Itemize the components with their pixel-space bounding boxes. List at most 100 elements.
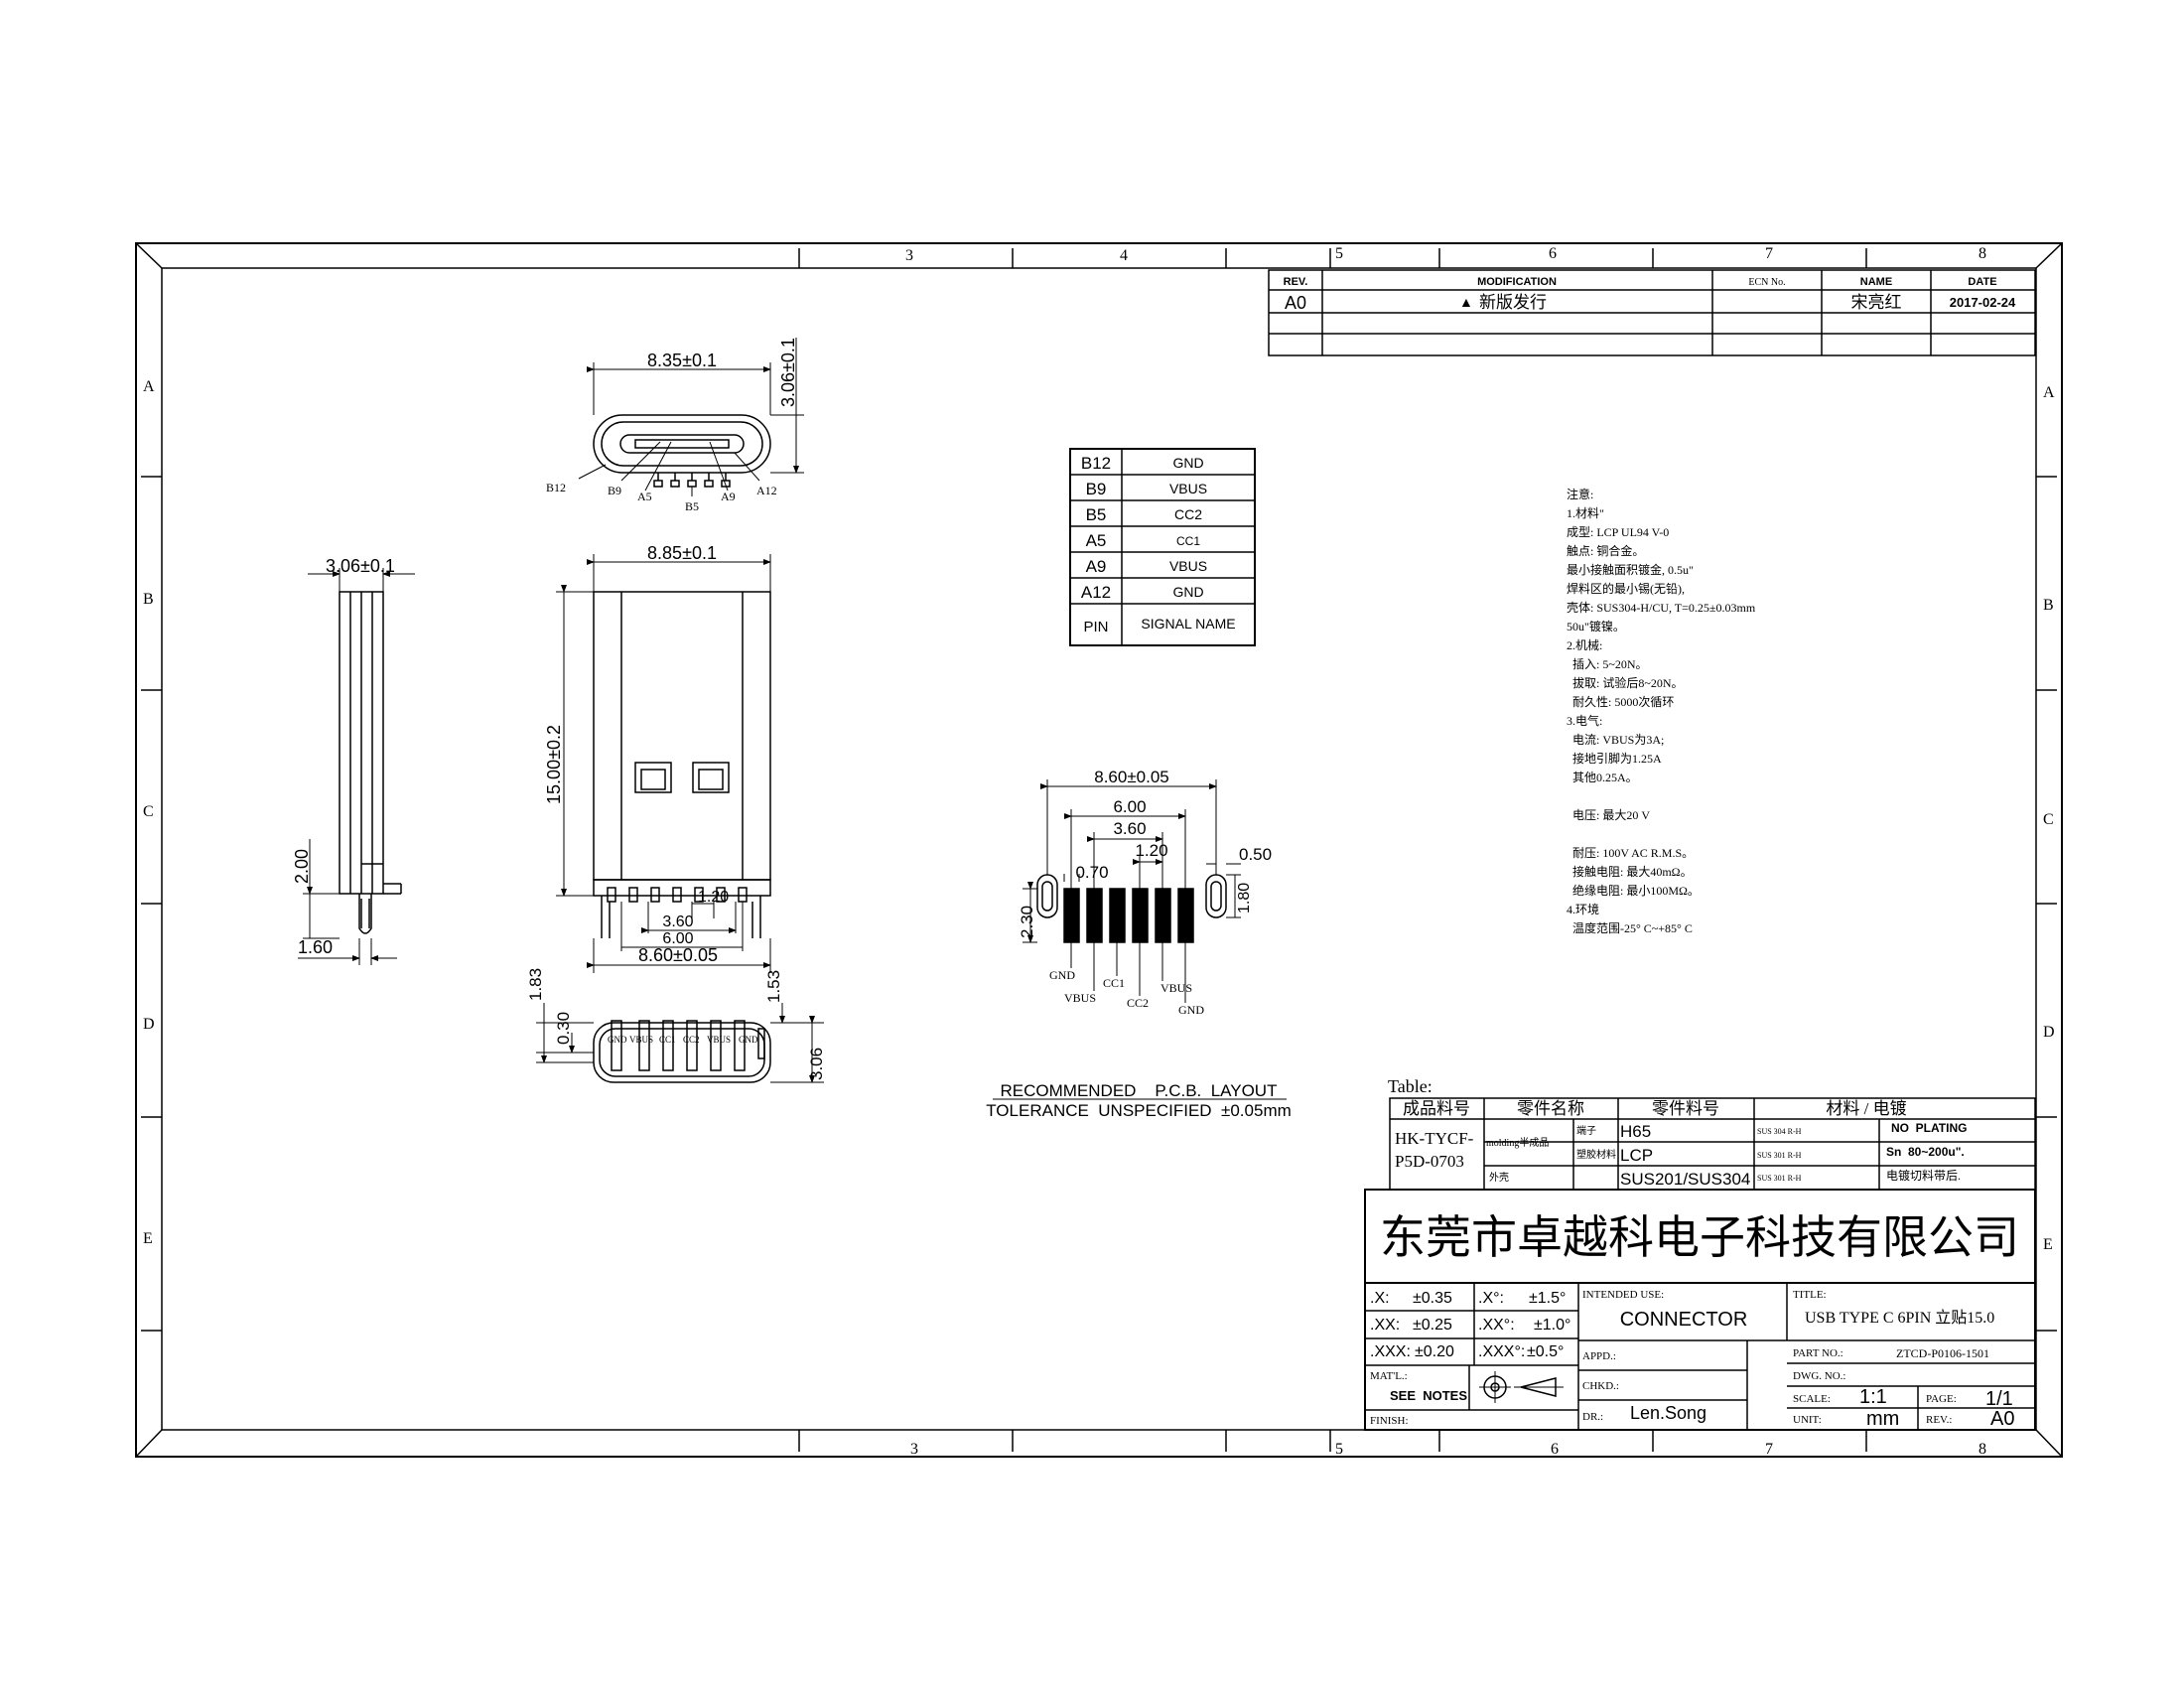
note-line: 拔取: 试验后8~20N。 <box>1567 675 1684 690</box>
note-line: 最小接触面积镀金, 0.5u" <box>1567 562 1694 577</box>
title-label: TITLE: <box>1793 1289 1827 1301</box>
row-right-e: E <box>2043 1236 2053 1253</box>
part-no-value: ZTCD-P0106-1501 <box>1896 1346 1989 1360</box>
pin-table-pin-5: A9 <box>1086 557 1107 576</box>
material-header-product: 成品料号 <box>1403 1099 1470 1118</box>
pcb-pin-label-vbus-1: VBUS <box>1064 991 1096 1005</box>
material-header-part-no: 零件料号 <box>1652 1099 1719 1118</box>
tol-key-4: .XX°: <box>1478 1317 1515 1334</box>
front-width-dim: 8.85±0.1 <box>647 543 717 563</box>
note-line: 电流: VBUS为3A; <box>1567 733 1664 747</box>
pcb-mid-dim: 6.00 <box>1113 797 1146 816</box>
tol-key-3: .XX: <box>1370 1317 1400 1334</box>
page-value: 1/1 <box>1985 1388 2013 1410</box>
title-value: USB TYPE C 6PIN 立贴15.0 <box>1805 1309 1994 1327</box>
pcb-tolerance-note: TOLERANCE UNSPECIFIED ±0.05mm <box>986 1101 1292 1120</box>
material-part-1: 端子 <box>1576 1124 1596 1137</box>
note-line: 电压: 最大20 V <box>1567 808 1650 822</box>
pcb-pad-dim: 0.70 <box>1075 863 1108 882</box>
pin-table-pin-6: A12 <box>1081 583 1111 602</box>
material-semi: molding半成品 <box>1486 1136 1549 1149</box>
material-plating-1: NO PLATING <box>1891 1121 1967 1135</box>
mat-value: SEE NOTES <box>1390 1388 1467 1403</box>
bottom-h2-dim: 0.30 <box>554 1012 573 1045</box>
material-part-2: 塑胶材料 <box>1576 1148 1616 1161</box>
material-grade-1: SUS 304 R-H <box>1757 1127 1802 1136</box>
title-block <box>1364 1189 2036 1431</box>
bottom-pin-vbus-1: VBUS <box>629 1035 653 1045</box>
zone-top-6: 6 <box>1549 245 1557 262</box>
tol-val-2: ±1.5° <box>1529 1290 1566 1307</box>
top-pin-a5: A5 <box>637 490 652 503</box>
rev-label: REV.: <box>1926 1414 1952 1426</box>
rev-header-rev: REV. <box>1284 276 1308 288</box>
top-width-dim: 8.35±0.1 <box>647 351 717 370</box>
top-pin-a9: A9 <box>721 490 736 503</box>
dr-label: DR.: <box>1582 1411 1603 1423</box>
unit-value: mm <box>1866 1408 1899 1430</box>
pcb-pin-label-gnd-2: GND <box>1178 1003 1204 1017</box>
row-left-a: A <box>143 378 155 395</box>
revision-table <box>1268 269 2036 356</box>
spec-notes: 注意: 1.材料" 成型: LCP UL94 V-0 触点: 铜合金。 最小接触… <box>1567 487 1756 935</box>
note-line: 耐久性: 5000次循环 <box>1567 695 1674 709</box>
bottom-h4-dim: 3.06 <box>807 1048 826 1080</box>
pin-table-signal-5: VBUS <box>1169 558 1207 574</box>
material-part-3: 外壳 <box>1489 1171 1509 1184</box>
drawing-frame <box>135 242 2063 1458</box>
side-top-dim: 3.06±0.1 <box>326 556 395 576</box>
zone-top-7: 7 <box>1765 245 1773 262</box>
pin-table-header-signal: SIGNAL NAME <box>1141 616 1235 632</box>
pcb-pitch-dim: 1.20 <box>1135 841 1167 860</box>
note-line: 插入: 5~20N。 <box>1567 657 1648 671</box>
mat-label: MAT'L.: <box>1370 1370 1408 1382</box>
top-pin-b9: B9 <box>608 484 621 497</box>
note-line: 50u"镀镍。 <box>1567 620 1625 633</box>
row-right-c: C <box>2043 811 2054 828</box>
pcb-pin-label-vbus-2: VBUS <box>1160 981 1192 995</box>
pcb-inner-dim: 3.60 <box>1113 819 1146 838</box>
tol-key-2: .X°: <box>1478 1290 1504 1307</box>
note-line: 成型: LCP UL94 V-0 <box>1567 525 1669 539</box>
pcb-pin-label-cc1: CC1 <box>1103 976 1125 990</box>
bottom-pin-gnd-1: GND <box>608 1035 627 1045</box>
side-step-dim: 2.00 <box>292 849 312 884</box>
dr-value: Len.Song <box>1630 1403 1706 1423</box>
rev-date: 2017-02-24 <box>1950 295 2016 310</box>
material-grade-3: SUS 301 R-H <box>1757 1174 1802 1183</box>
tol-val-5: ±0.20 <box>1415 1343 1454 1360</box>
pcb-layout-title: RECOMMENDED P.C.B. LAYOUT <box>1001 1081 1278 1100</box>
rev-value-title-block: A0 <box>1990 1408 2014 1430</box>
scale-value: 1:1 <box>1859 1386 1887 1408</box>
note-line: 3.电气: <box>1567 713 1602 728</box>
material-plating-2: Sn 80~200u". <box>1886 1145 1965 1159</box>
zone-top-4: 4 <box>1120 247 1128 264</box>
row-left-c: C <box>143 803 154 820</box>
zone-bottom-7: 7 <box>1765 1441 1773 1458</box>
tol-key-5: .XXX: <box>1370 1343 1411 1360</box>
material-header-part-name: 零件名称 <box>1517 1099 1584 1118</box>
pin-table-signal-4: CC1 <box>1176 534 1200 548</box>
pcb-layout <box>993 779 1287 1100</box>
pcb-pin-label-gnd-1: GND <box>1049 968 1075 982</box>
note-line: 焊料区的最小锡(无铅), <box>1567 581 1685 596</box>
material-grade-2: SUS 301 R-H <box>1757 1151 1802 1160</box>
top-height-dim: 3.06±0.1 <box>778 338 798 407</box>
dwg-no-label: DWG. NO.: <box>1793 1370 1845 1382</box>
pin-signal-table <box>1069 448 1256 646</box>
bottom-pin-gnd-2: GND <box>739 1035 758 1045</box>
intended-label: INTENDED USE: <box>1582 1289 1664 1301</box>
zone-top-3: 3 <box>905 247 913 264</box>
zone-top-8: 8 <box>1979 245 1986 262</box>
pcb-slot-width-dim: 0.50 <box>1239 845 1272 864</box>
chkd-label: CHKD.: <box>1582 1380 1619 1392</box>
material-table-caption: Table: <box>1388 1076 1433 1096</box>
row-left-d: D <box>143 1016 155 1033</box>
note-line: 触点: 铜合金。 <box>1567 543 1644 558</box>
pcb-outer-dim: 8.60±0.05 <box>1094 768 1169 786</box>
part-no-label: PART NO.: <box>1793 1347 1843 1359</box>
rev-header-ecn: ECN No. <box>1748 277 1785 288</box>
note-line: 接触电阻: 最大40mΩ。 <box>1567 864 1693 879</box>
row-left-b: B <box>143 591 154 608</box>
